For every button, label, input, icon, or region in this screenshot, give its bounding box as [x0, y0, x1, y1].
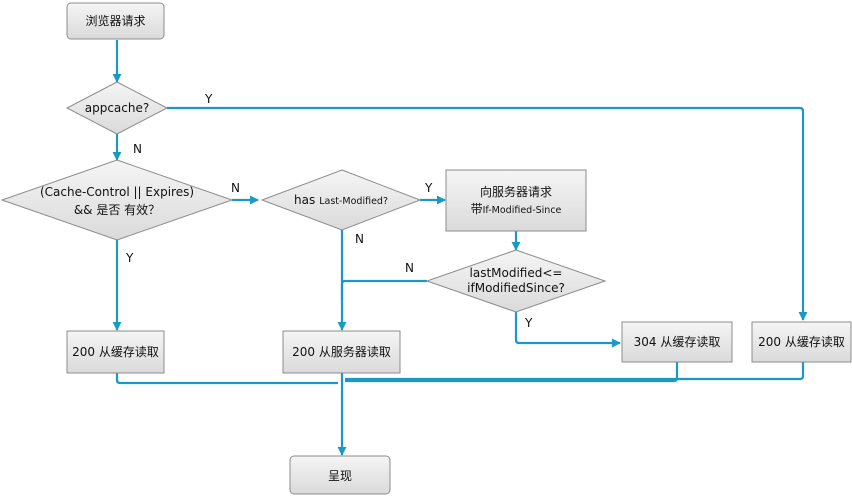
- label-has-lm-yes: Y: [424, 181, 433, 195]
- edge-compare-no: [340, 279, 427, 300]
- server-request-label-line1: 向服务器请求: [480, 184, 552, 199]
- label-appcache-yes: Y: [204, 92, 213, 106]
- label-compare-no: N: [405, 261, 414, 275]
- render-label: 呈现: [328, 469, 352, 483]
- read-cache-304-node: 304 从缓存读取: [621, 321, 733, 363]
- label-compare-yes: Y: [524, 316, 533, 330]
- read-cache-304-label: 304 从缓存读取: [634, 335, 721, 349]
- edge-cache-b-to-render: [345, 362, 805, 381]
- read-server-200-label: 200 从服务器读取: [292, 344, 391, 359]
- label-cache-valid-no: N: [231, 181, 240, 195]
- appcache-label: appcache?: [85, 101, 150, 115]
- compare-label-line2: ifModifiedSince?: [467, 281, 565, 295]
- compare-label-line1: lastModified<=: [470, 266, 563, 280]
- server-request-node: 向服务器请求 带If-Modified-Since: [445, 169, 587, 232]
- browser-request-label: 浏览器请求: [85, 13, 145, 28]
- read-server-200-node: 200 从服务器读取: [282, 330, 401, 374]
- connectors: [112, 40, 808, 456]
- read-cache-200-a-label: 200 从缓存读取: [72, 345, 159, 359]
- edge-appcache-yes: [167, 106, 808, 321]
- browser-request-node: 浏览器请求: [66, 2, 165, 40]
- read-cache-200-b-label: 200 从缓存读取: [758, 335, 845, 349]
- label-appcache-no: N: [133, 142, 142, 156]
- read-cache-200-a-node: 200 从缓存读取: [66, 330, 165, 374]
- cache-valid-label-line2: && 是否 有效？: [74, 202, 160, 217]
- last-modified-compare-decision: lastModified<= ifModifiedSince?: [425, 249, 607, 313]
- label-cache-valid-yes: Y: [125, 251, 134, 265]
- read-cache-200-b-node: 200 从缓存读取: [751, 321, 852, 363]
- edge-compare-yes: [514, 312, 621, 348]
- cache-valid-label-line1: (Cache-Control || Expires): [40, 185, 194, 199]
- render-node: 呈现: [289, 455, 391, 495]
- appcache-decision: appcache?: [65, 81, 169, 135]
- server-request-label-line2: 带If-Modified-Since: [471, 202, 562, 216]
- edge-cache-a-to-render: [115, 373, 338, 385]
- label-has-lm-no: N: [355, 232, 364, 246]
- cache-valid-decision: (Cache-Control || Expires) && 是否 有效？: [0, 159, 234, 241]
